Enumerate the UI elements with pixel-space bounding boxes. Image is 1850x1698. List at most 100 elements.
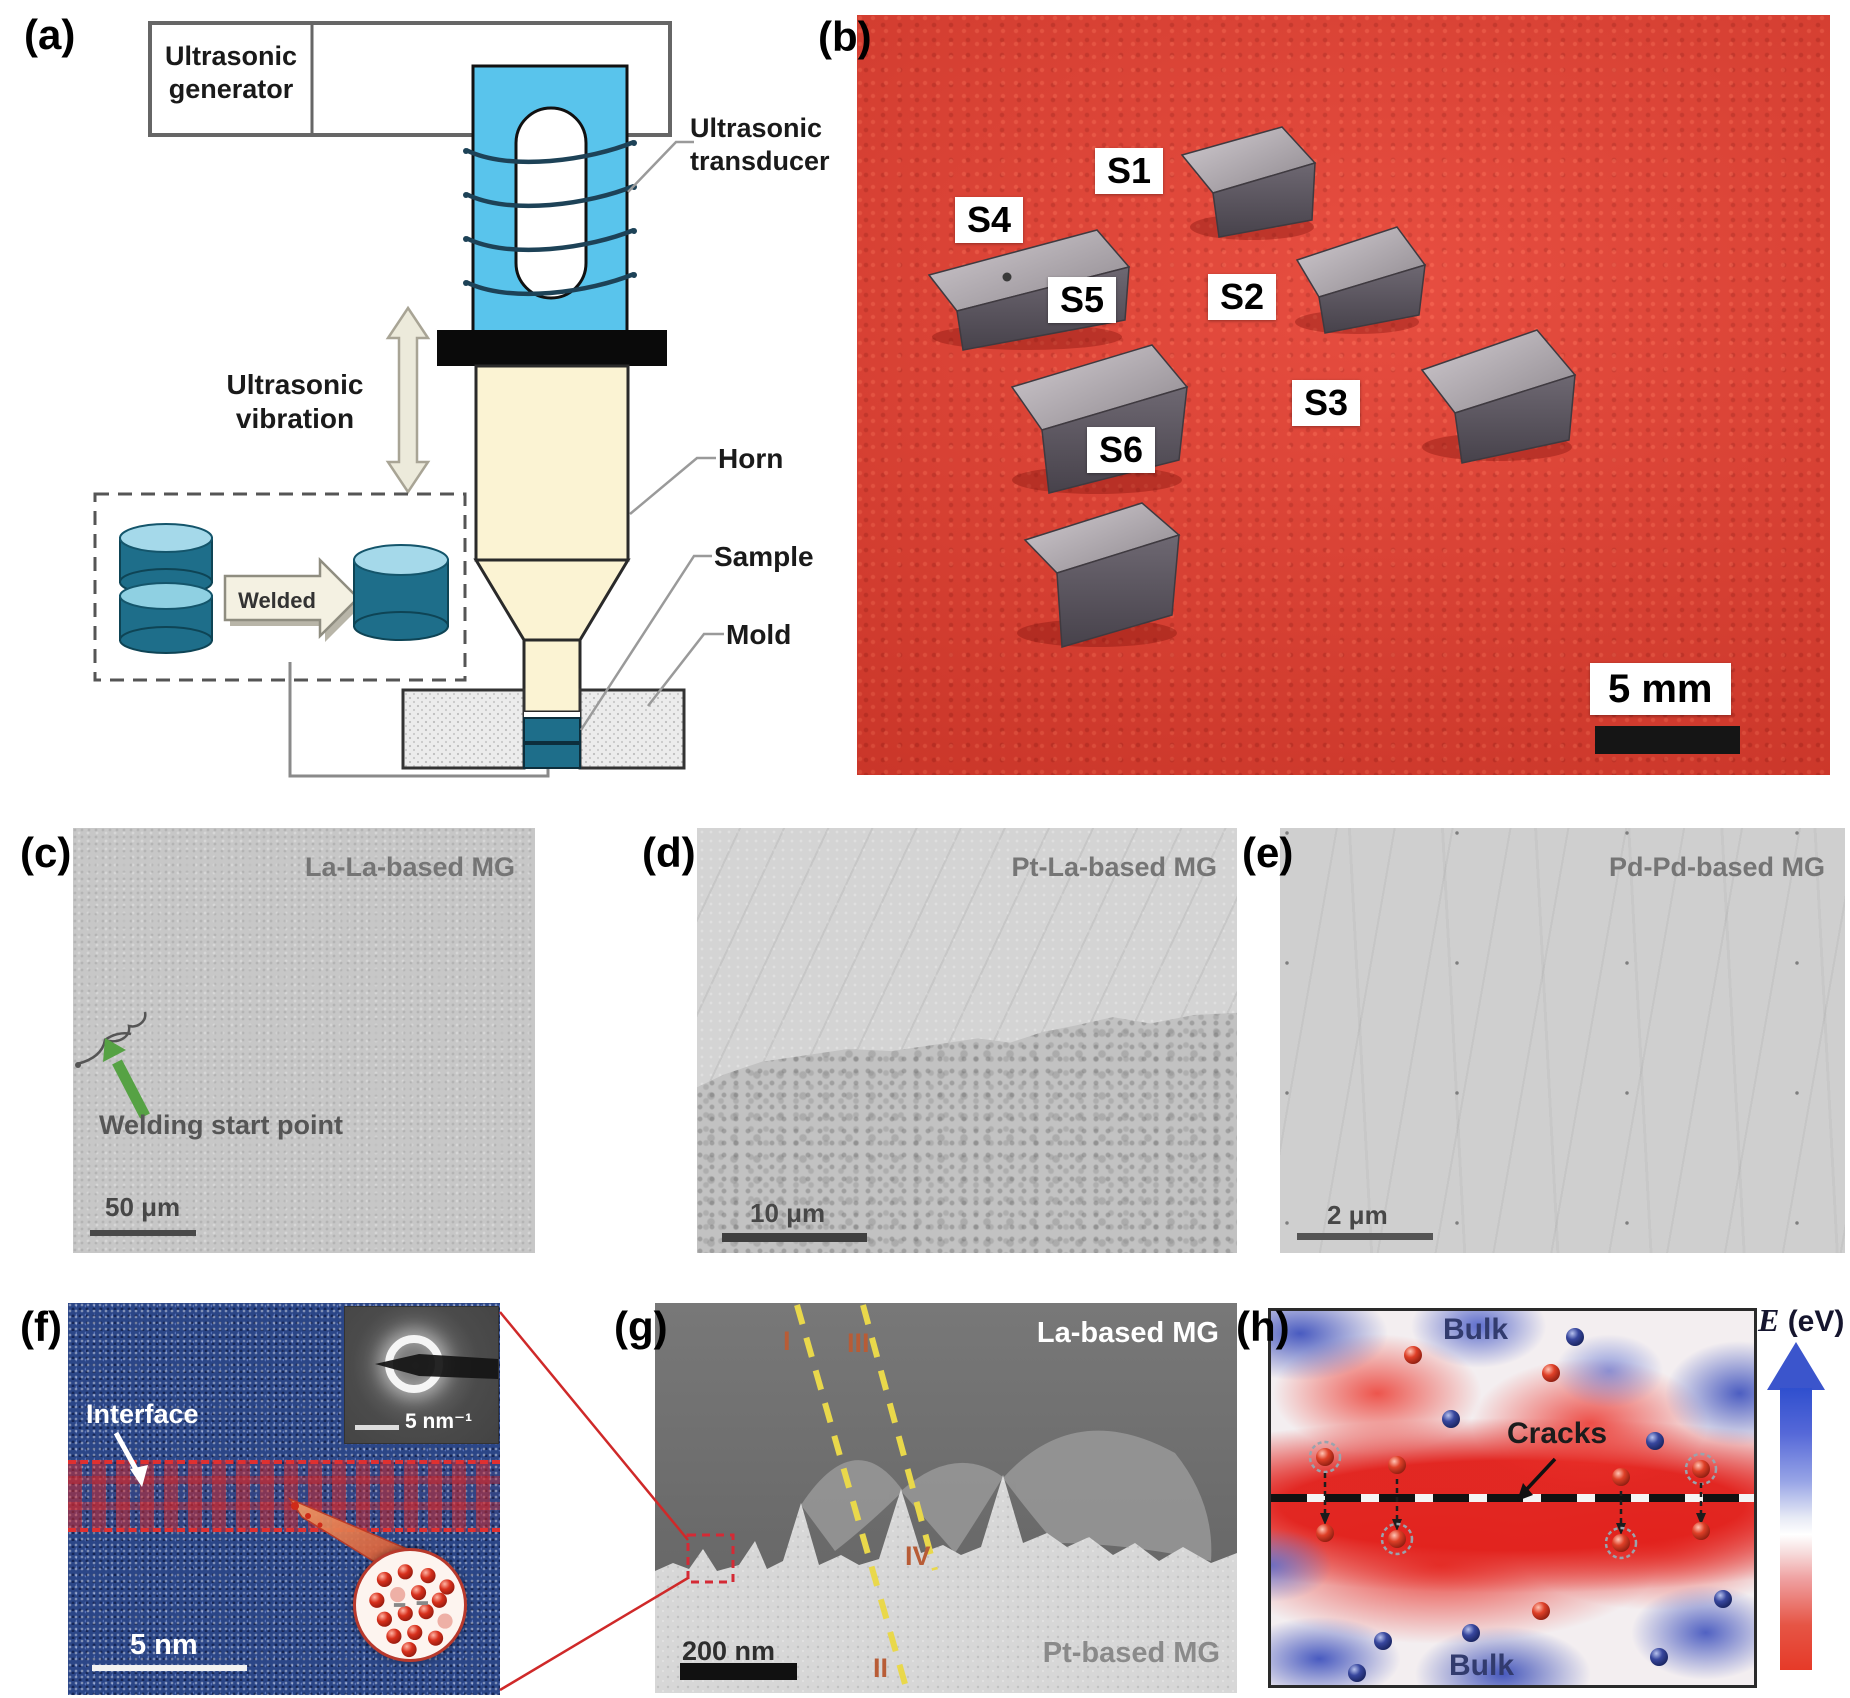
cut-line-iii-iv — [860, 1304, 938, 1571]
atoms-cluster — [369, 1564, 455, 1658]
leader-lines — [579, 140, 724, 731]
bulk-atoms-red — [1404, 1346, 1560, 1620]
energy-map: Bulk Bulk Cracks — [1268, 1308, 1757, 1688]
beam-stop-icon — [375, 1354, 498, 1379]
diffraction-scale-label: 5 nm⁻¹ — [405, 1410, 473, 1433]
diffraction-scale-bar — [355, 1425, 399, 1430]
colorbar-arrow-icon — [1767, 1342, 1825, 1390]
mold — [401, 688, 686, 770]
scale-bar-c — [90, 1230, 196, 1236]
scale-label-c: 50 μm — [105, 1192, 181, 1222]
interface-annotation: Interface — [86, 1399, 199, 1429]
horn-tip — [522, 638, 582, 714]
sample-tag-s1: S1 — [1095, 148, 1164, 194]
material-label-d: Pt-La-based MG — [1011, 852, 1217, 882]
scale-bar-g — [680, 1663, 797, 1680]
sample-block-s2 — [1295, 226, 1427, 334]
sample-block-s3 — [1420, 329, 1577, 464]
crack-icon — [75, 1011, 147, 1068]
sample-tag-s5: S5 — [1048, 277, 1117, 323]
tem-weld-interface-image: La-based MG Pt-based MG I II III IV 200 … — [655, 1303, 1237, 1693]
horn-label: Horn — [718, 443, 784, 474]
diffraction-inset: 5 nm⁻¹ — [345, 1307, 498, 1443]
generator-label: Ultrasonic generator — [164, 41, 298, 104]
hrtem-interface-image: Interface 5 nm⁻¹ — [68, 1303, 500, 1695]
welding-start-annotation: Welding start point — [99, 1110, 343, 1140]
colorbar-label: E (eV) — [1758, 1302, 1844, 1339]
sample-tag-s4: S4 — [955, 197, 1024, 243]
photo-scale-label: 5 mm — [1590, 663, 1731, 715]
scale-bar-e — [1297, 1233, 1433, 1240]
cracks-label: Cracks — [1507, 1417, 1608, 1450]
panel-d-label: (d) — [642, 829, 696, 876]
sample-label: Sample — [714, 541, 814, 572]
welding-setup-schematic — [93, 21, 724, 778]
section-label-iv: IV — [905, 1541, 931, 1571]
sample-tag-s6: S6 — [1087, 427, 1156, 473]
bottom-material-label: Pt-based MG — [1042, 1637, 1220, 1669]
pt-mg-region — [655, 1475, 1237, 1693]
tem-interface-graphic — [655, 1303, 1237, 1693]
panel-f-label: (f) — [20, 1303, 62, 1350]
material-label-e: Pd-Pd-based MG — [1608, 852, 1825, 882]
weld-zone-texture — [697, 1012, 1237, 1253]
panel-c-label: (c) — [20, 829, 72, 876]
scale-label-g: 200 nm — [682, 1636, 776, 1666]
section-label-i: I — [783, 1326, 791, 1356]
atomic-structure-inset — [353, 1548, 467, 1662]
scale-bar-d — [722, 1233, 867, 1242]
green-arrow-icon — [103, 1038, 150, 1119]
panel-e-label: (e) — [1242, 829, 1294, 876]
scale-label-d: 10 μm — [750, 1198, 826, 1228]
welded-label: Welded — [238, 588, 316, 613]
unwelded-cylinders — [119, 523, 213, 654]
sample-tag-s3: S3 — [1292, 380, 1361, 426]
vibration-arrow-icon — [385, 305, 431, 495]
scale-label-f: 5 nm — [130, 1629, 198, 1661]
sample-tag-s2: S2 — [1208, 274, 1277, 320]
scale-label-e: 2 μm — [1327, 1200, 1388, 1230]
panel-b-label: (b) — [818, 13, 872, 60]
transducer-label: Ultrasonic transducer — [690, 113, 830, 176]
interface-crack-line — [1271, 1494, 1754, 1502]
horn — [473, 364, 631, 714]
feedback-wire — [288, 662, 550, 778]
sample-block-s1 — [1180, 126, 1317, 240]
cracks-arrow-icon — [1517, 1457, 1557, 1501]
sample-block-s6 — [1017, 502, 1181, 648]
colorbar-gradient — [1780, 1388, 1812, 1670]
welded-arrow-icon — [223, 556, 363, 642]
sample-stack — [523, 712, 581, 769]
atoms-overlay — [1308, 1328, 1732, 1682]
panel-g-label: (g) — [614, 1303, 668, 1350]
energy-colorbar — [1765, 1340, 1827, 1674]
section-label-iii: III — [847, 1328, 870, 1358]
sample-blocks — [927, 126, 1577, 648]
welded-cylinder — [353, 544, 449, 641]
bulk-bottom-label: Bulk — [1449, 1649, 1515, 1682]
sem-pd-pd: Pd-Pd-based MG 2 μm — [1280, 828, 1845, 1253]
photo-scale-bar — [1595, 726, 1740, 754]
section-label-ii: II — [873, 1653, 889, 1683]
sem-pt-la: Pt-La-based MG 10 μm — [697, 828, 1237, 1253]
material-label-c: La-La-based MG — [304, 852, 515, 882]
zoom-box — [686, 1533, 735, 1584]
panel-h-label: (h) — [1236, 1303, 1290, 1350]
interface-wave-shapes — [801, 1430, 1212, 1561]
interface-arrow-icon — [113, 1431, 148, 1487]
welded-inset-box — [93, 492, 467, 682]
top-material-label: La-based MG — [1036, 1317, 1219, 1349]
sem-la-la: La-La-based MG Welding start point 50 μm — [73, 828, 535, 1253]
bulk-top-label: Bulk — [1443, 1313, 1509, 1346]
magnifier-cone-icon — [287, 1497, 414, 1570]
colorbar-unit: (eV) — [1787, 1305, 1845, 1338]
colorbar-symbol: E — [1758, 1302, 1780, 1338]
vibration-label: Ultrasonic vibration — [226, 369, 364, 435]
samples-photo: S1 S2 S3 S4 S5 S6 5 mm — [857, 15, 1830, 775]
panel-a-label: (a) — [24, 11, 76, 58]
jump-atom-pairs — [1308, 1440, 1718, 1560]
mold-label: Mold — [726, 619, 792, 650]
bulk-atoms-navy — [1348, 1328, 1732, 1682]
flange — [437, 330, 667, 366]
